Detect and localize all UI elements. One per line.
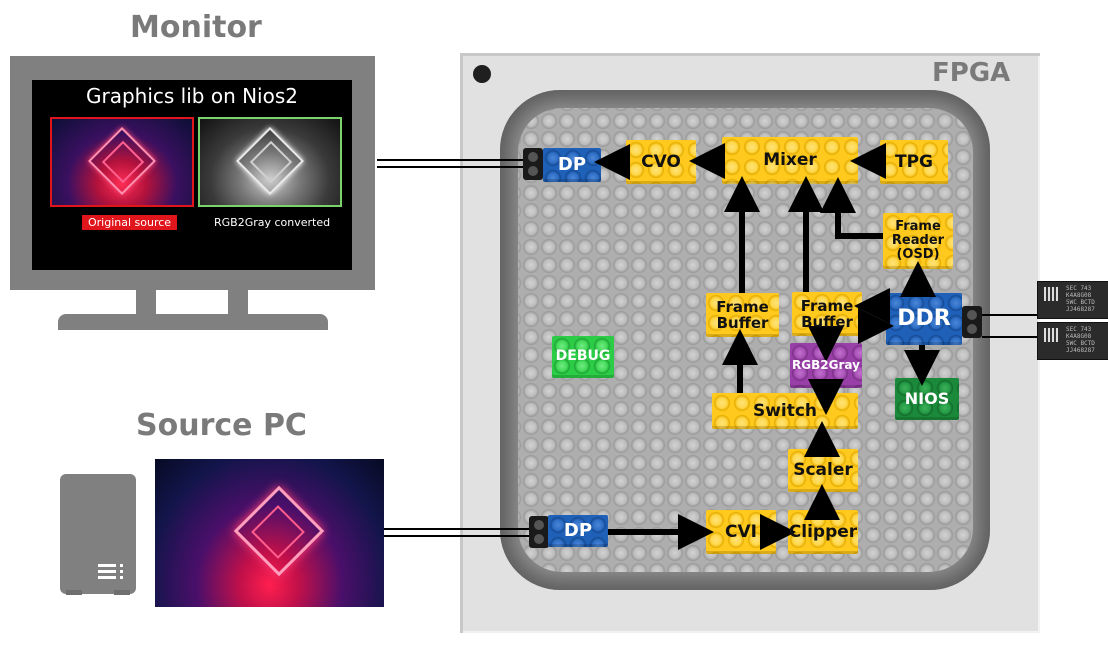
rgb2gray-converted-image (198, 117, 342, 207)
ddr-memory-cable (982, 314, 1037, 338)
fpga-pin1-marker (473, 65, 491, 83)
frame-reader-block: Frame Reader (OSD) (883, 213, 953, 269)
monitor-stand-leg (136, 290, 156, 316)
dp-out-connector (523, 148, 543, 180)
dp-output-block: DP (543, 148, 601, 182)
screen-title: Graphics lib on Nios2 (85, 84, 298, 108)
dp-input-block: DP (548, 515, 608, 547)
dp-input-cable (384, 528, 529, 537)
ddr-connector (962, 306, 982, 338)
ddr-memory-chip: SEC 743 K4A8G08 5WC BCTD JJ468287 (1037, 322, 1108, 360)
pc-tower-foot (66, 590, 82, 595)
ddr-memory-chip: SEC 743 K4A8G08 5WC BCTD JJ468287 (1037, 281, 1108, 319)
pc-tower-foot (114, 590, 130, 595)
fpga-label: FPGA (932, 58, 1011, 88)
dp-in-connector (529, 516, 549, 548)
ddr-block: DDR (886, 293, 962, 345)
debug-block: DEBUG (552, 336, 614, 378)
monitor-stand-leg (228, 290, 248, 316)
tpg-block: TPG (880, 140, 948, 184)
original-source-caption: Original source (82, 215, 178, 230)
source-pc-heading: Source PC (136, 408, 307, 443)
cvo-block: CVO (626, 140, 696, 184)
monitor-heading: Monitor (130, 10, 262, 45)
frame-buffer-block-2: Frame Buffer (792, 292, 862, 336)
pc-tower (60, 474, 136, 594)
dp-output-cable (377, 159, 523, 168)
arrow-reader-to-mixer (820, 177, 883, 239)
original-source-image (50, 117, 194, 207)
rgb2gray-caption: RGB2Gray converted (214, 216, 331, 229)
monitor-stand-base (58, 314, 328, 330)
source-pc-image (155, 459, 384, 607)
frame-buffer-block-1: Frame Buffer (706, 293, 779, 337)
